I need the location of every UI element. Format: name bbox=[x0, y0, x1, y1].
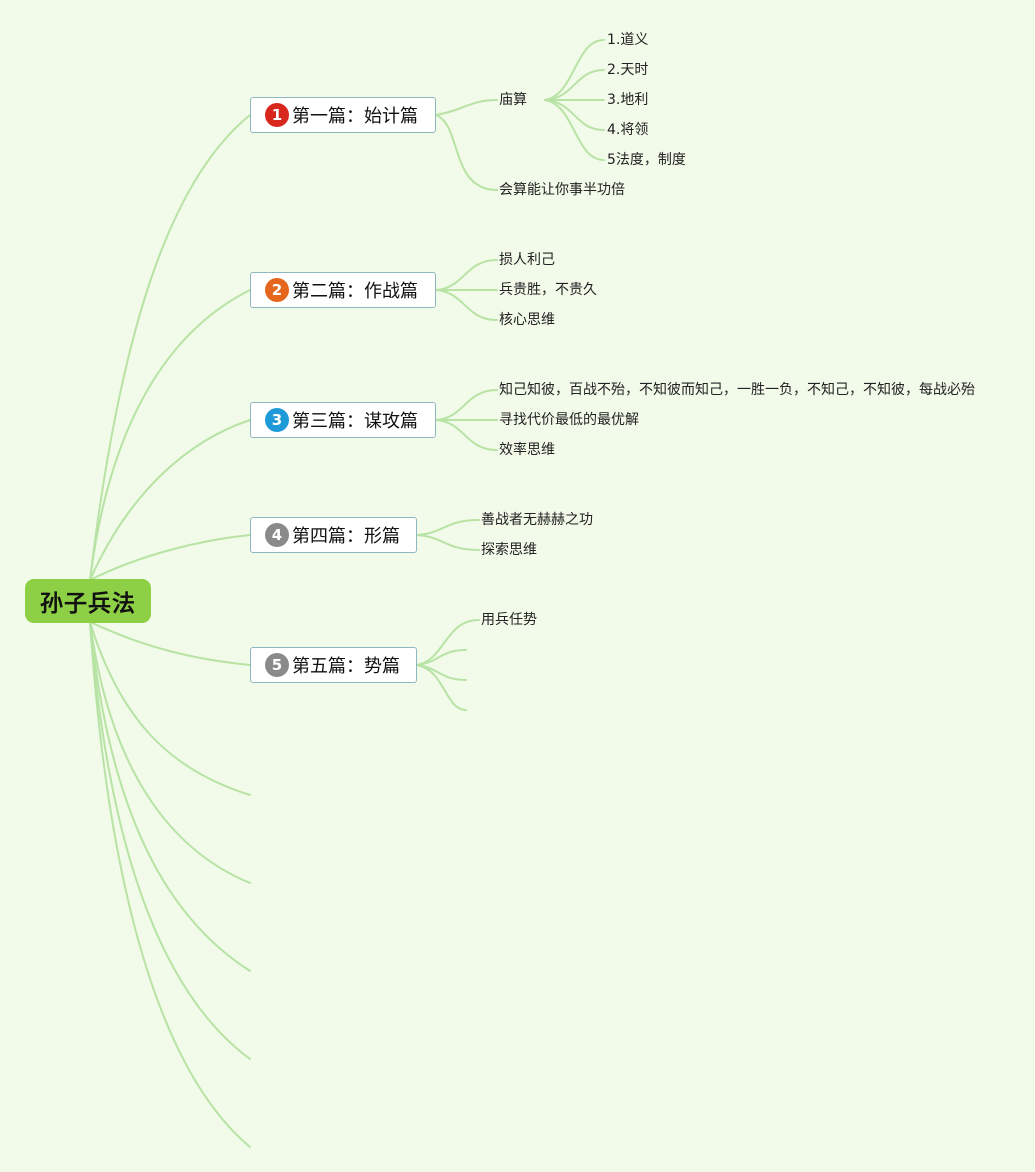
topic-node-sub-4[interactable]: 4.将领 bbox=[607, 122, 649, 138]
topic-node[interactable]: 探索思维 bbox=[481, 542, 537, 558]
chapter-node-1[interactable]: 1 第一篇：始计篇 bbox=[250, 97, 436, 133]
number-badge-1: 1 bbox=[265, 103, 289, 127]
topic-node[interactable]: 核心思维 bbox=[499, 312, 555, 328]
chapter-node-3[interactable]: 3 第三篇：谋攻篇 bbox=[250, 402, 436, 438]
chapter-node-4[interactable]: 4 第四篇：形篇 bbox=[250, 517, 417, 553]
topic-node-note[interactable]: 会算能让你事半功倍 bbox=[499, 182, 625, 198]
root-node[interactable]: 孙子兵法 bbox=[25, 579, 151, 623]
chapter-label: 第二篇：作战篇 bbox=[292, 281, 418, 302]
chapter-label: 第三篇：谋攻篇 bbox=[292, 411, 418, 432]
topic-node-sub-5[interactable]: 5法度，制度 bbox=[607, 152, 686, 168]
chapter-label: 第五篇：势篇 bbox=[292, 656, 400, 677]
topic-node[interactable]: 善战者无赫赫之功 bbox=[481, 512, 593, 528]
number-badge-5: 5 bbox=[265, 653, 289, 677]
topic-node[interactable]: 寻找代价最低的最优解 bbox=[499, 412, 639, 428]
topic-node[interactable]: 知己知彼，百战不殆，不知彼而知己，一胜一负，不知己，不知彼，每战必殆 bbox=[499, 382, 975, 398]
number-badge-4: 4 bbox=[265, 523, 289, 547]
chapter-label: 第一篇：始计篇 bbox=[292, 106, 418, 127]
chapter-label: 第四篇：形篇 bbox=[292, 526, 400, 547]
chapter-node-2[interactable]: 2 第二篇：作战篇 bbox=[250, 272, 436, 308]
topic-node-sub-3[interactable]: 3.地利 bbox=[607, 92, 649, 108]
chapter-node-5[interactable]: 5 第五篇：势篇 bbox=[250, 647, 417, 683]
topic-node[interactable]: 损人利己 bbox=[499, 252, 555, 268]
topic-node[interactable]: 效率思维 bbox=[499, 442, 555, 458]
topic-node-miaosuan[interactable]: 庙算 bbox=[499, 92, 527, 108]
topic-node[interactable]: 用兵任势 bbox=[481, 612, 537, 628]
topic-node[interactable]: 兵贵胜，不贵久 bbox=[499, 282, 597, 298]
number-badge-2: 2 bbox=[265, 278, 289, 302]
topic-node-sub-2[interactable]: 2.天时 bbox=[607, 62, 649, 78]
topic-node-sub-1[interactable]: 1.道义 bbox=[607, 32, 649, 48]
number-badge-3: 3 bbox=[265, 408, 289, 432]
